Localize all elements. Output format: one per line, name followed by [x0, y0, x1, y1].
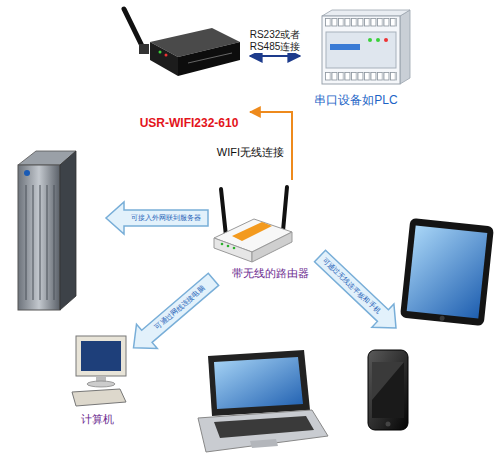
server-picture	[18, 151, 76, 310]
server-picture	[26, 185, 27, 300]
plc-box: 串口设备如PLC	[300, 5, 412, 110]
laptop-picture	[208, 350, 310, 416]
arrow-label: 可接入外网联到服务器	[131, 214, 201, 222]
edge-label: WIFI无线连接	[215, 146, 286, 159]
computer-picture	[72, 336, 126, 406]
server-picture	[60, 151, 76, 310]
node-label: USR-WIFI232-610	[140, 117, 239, 131]
tablet-picture	[407, 225, 488, 318]
laptop-picture	[214, 416, 314, 438]
plc-picture	[368, 38, 372, 42]
arrow-label-anchor: 可接入外网联到服务器	[131, 214, 201, 222]
wireless-arrow	[315, 250, 397, 328]
computer-picture	[81, 341, 121, 371]
wifi-module-picture	[150, 42, 178, 76]
server-picture	[33, 185, 34, 300]
phone-picture	[368, 350, 408, 430]
computer-picture	[87, 381, 115, 387]
plc-picture	[325, 18, 397, 27]
router-picture	[214, 238, 252, 262]
node-label: 带无线的路由器	[232, 267, 309, 280]
laptop-picture	[214, 357, 303, 409]
edge-label: RS232或者 RS485连接	[245, 29, 305, 53]
wifi-module-picture	[139, 44, 149, 54]
phone-picture	[368, 350, 408, 430]
plc-picture	[322, 16, 400, 84]
edge-label-anchor: RS232或者 RS485连接	[245, 29, 305, 53]
device-box: USR-WIFI232-610	[128, 15, 250, 133]
router-picture	[221, 243, 224, 246]
wifi-module-picture	[178, 42, 240, 76]
phone-picture	[372, 362, 404, 418]
computer-picture	[72, 389, 126, 406]
router-box: 带无线的路由器	[215, 180, 325, 282]
router-picture	[227, 245, 230, 248]
server-picture	[24, 170, 30, 176]
phone-picture	[386, 422, 391, 427]
edge-label-anchor: WIFI无线连接	[215, 146, 286, 159]
server-picture	[47, 185, 48, 300]
connector	[250, 55, 300, 57]
plc-picture	[384, 38, 388, 42]
phone-picture	[372, 362, 404, 400]
tablet-picture	[439, 315, 444, 320]
wifi-module-picture	[124, 9, 240, 76]
plc-picture	[330, 44, 360, 50]
plc-picture	[326, 32, 396, 68]
plc-picture	[376, 38, 380, 42]
arrow-label-anchor: 可通过无线连平板和手机	[313, 281, 390, 289]
plc-picture	[400, 10, 410, 84]
arrow-label: 可通过无线连平板和手机	[320, 256, 382, 315]
server-picture	[40, 185, 41, 300]
laptop-picture	[198, 350, 328, 452]
uplink-arrow	[106, 202, 208, 234]
server-picture	[54, 185, 55, 300]
wifi-module-picture	[124, 9, 144, 50]
wifi-module-picture	[159, 51, 162, 54]
router-picture	[252, 232, 292, 262]
router-picture	[221, 189, 226, 236]
tablet-picture	[400, 218, 494, 326]
computer-box: 计算机	[62, 330, 132, 428]
router-picture	[283, 187, 287, 231]
uplink-arrow	[106, 202, 208, 234]
edge-label: 可通过网线连接电脑	[154, 284, 207, 331]
server-picture	[18, 165, 60, 310]
laptop-picture	[198, 410, 328, 452]
node-label: 计算机	[81, 413, 114, 426]
plc-picture	[325, 72, 397, 81]
wifi-module-picture	[165, 54, 168, 57]
hollow-arrow-connector	[134, 273, 219, 348]
wireless-arrow	[315, 250, 397, 328]
edge-label-anchor: 可通过网线连接电脑	[149, 304, 212, 312]
wifi-module-picture	[188, 53, 232, 63]
tablet-picture	[400, 218, 494, 326]
computer-picture	[76, 336, 126, 376]
node-label: 串口设备如PLC	[314, 94, 397, 108]
router-picture	[232, 222, 272, 241]
connector-group	[134, 56, 300, 348]
router-picture	[214, 187, 292, 262]
plc-picture	[322, 10, 410, 16]
plc-picture	[322, 10, 410, 84]
laptop-picture	[250, 439, 278, 448]
router-picture	[233, 247, 236, 250]
